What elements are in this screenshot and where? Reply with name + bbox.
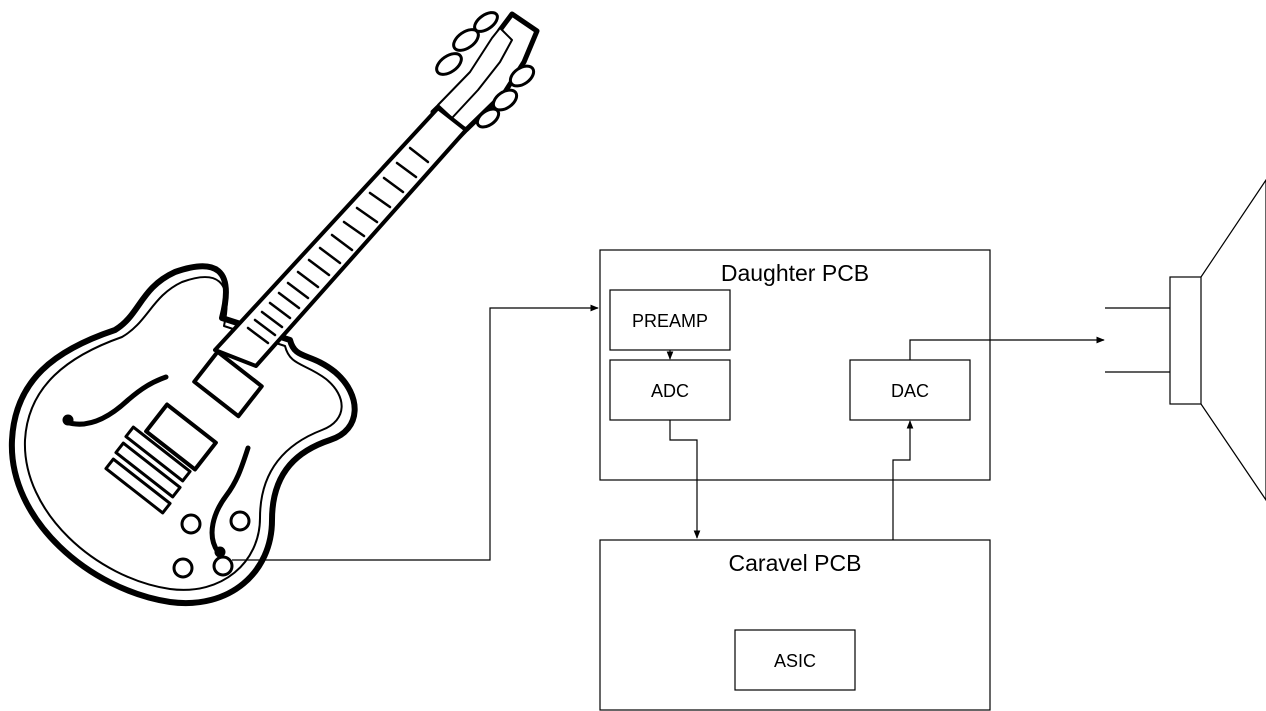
caravel-to-dac-arrow <box>892 420 914 540</box>
adc-label: ADC <box>651 381 689 401</box>
preamp-label: PREAMP <box>632 311 708 331</box>
adc-block: ADC <box>609 359 731 421</box>
caravel-pcb-title: Caravel PCB <box>729 550 862 576</box>
asic-label: ASIC <box>774 651 816 671</box>
loudspeaker-icon <box>1105 178 1266 502</box>
electric-guitar-icon <box>8 11 540 607</box>
adc-to-caravel-arrow <box>669 420 701 539</box>
daughter-pcb-block: Daughter PCB <box>599 249 991 481</box>
guitar-to-daughter-pcb-connector <box>232 304 599 561</box>
preamp-block: PREAMP <box>609 289 731 351</box>
caravel-pcb-block: Caravel PCB <box>599 539 991 711</box>
dac-block: DAC <box>849 359 971 421</box>
dac-label: DAC <box>891 381 929 401</box>
daughter-pcb-title: Daughter PCB <box>721 260 869 286</box>
asic-block: ASIC <box>734 629 856 691</box>
dac-to-speaker-arrow <box>909 336 1105 360</box>
